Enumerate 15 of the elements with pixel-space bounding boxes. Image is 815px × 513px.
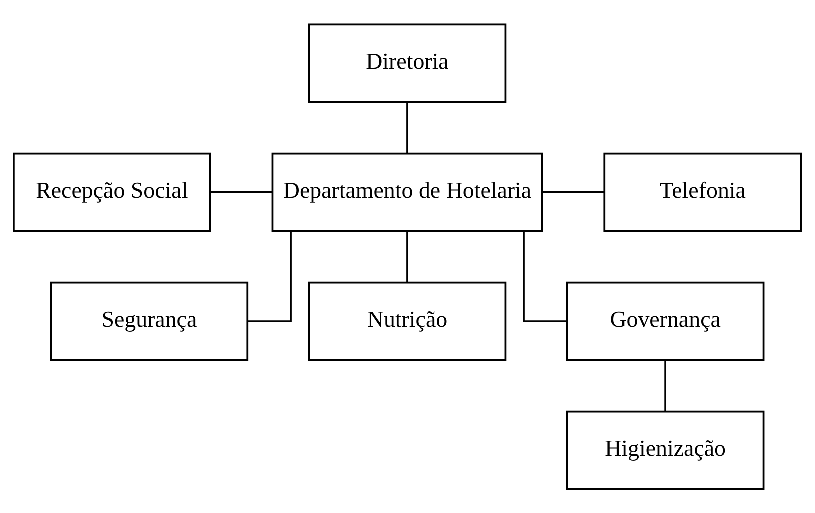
node-box: Diretoria bbox=[308, 23, 507, 103]
connector bbox=[406, 230, 408, 282]
node-box: Higienização bbox=[566, 410, 765, 490]
connector bbox=[542, 191, 604, 193]
node-box: Telefonia bbox=[604, 152, 802, 232]
connector bbox=[664, 360, 666, 411]
node-box: Departamento de Hotelaria bbox=[272, 152, 544, 232]
connector bbox=[248, 230, 292, 322]
node-box: Governança bbox=[566, 281, 765, 361]
connector bbox=[406, 102, 408, 153]
node-box: Segurança bbox=[50, 281, 249, 361]
node-box: Nutrição bbox=[308, 281, 507, 361]
node-box: Recepção Social bbox=[13, 152, 212, 232]
connector bbox=[523, 230, 568, 322]
connector bbox=[210, 191, 272, 193]
